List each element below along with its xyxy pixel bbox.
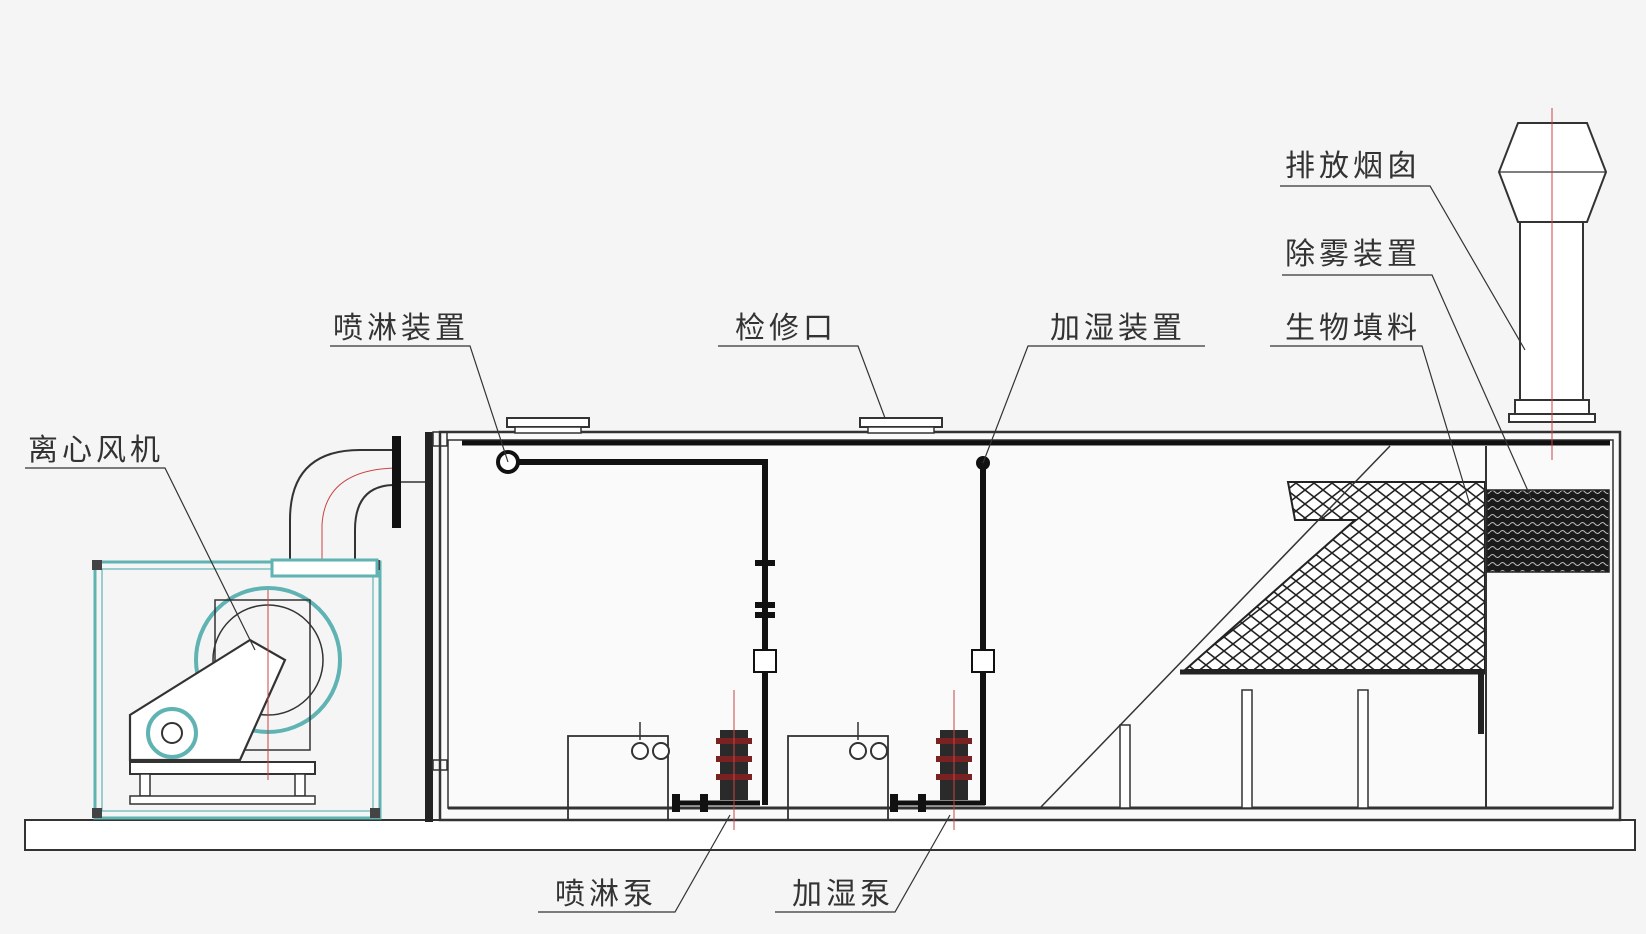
spray-pipe: [496, 450, 777, 805]
leader-demister: [1282, 274, 1533, 501]
label-spray-pump: 喷淋泵: [555, 877, 657, 912]
humidifier-pump: [890, 690, 985, 830]
demister: [1485, 446, 1610, 808]
leader-humidifier-device: [982, 345, 1205, 464]
label-spray-device: 喷淋装置: [333, 311, 469, 346]
label-humidifier-device: 加湿装置: [1050, 311, 1186, 346]
inlet-duct-wall: [425, 431, 448, 822]
leader-humidifier-pump: [775, 814, 951, 913]
label-exhaust-chimney: 排放烟囱: [1285, 149, 1421, 184]
bio-filler-bed: [1039, 445, 1486, 809]
label-humidifier-pump: 加湿泵: [792, 877, 894, 912]
leader-exhaust-chimney: [1280, 185, 1526, 351]
spray-pump: [672, 690, 760, 830]
centrifugal-fan: [92, 436, 425, 820]
exhaust-chimney: [1497, 108, 1608, 460]
humidifier-water-tank: [787, 722, 889, 821]
leader-lines: [25, 185, 1533, 913]
label-demister: 除雾装置: [1285, 237, 1421, 272]
base-platform: [24, 819, 1636, 851]
access-port-left: [506, 417, 590, 434]
leader-bio-filler: [1270, 345, 1471, 506]
leader-spray-pump: [538, 814, 731, 913]
label-access-port: 检修口: [735, 311, 837, 346]
spray-water-tank: [567, 722, 670, 821]
access-port-right: [859, 417, 943, 434]
label-centrifugal-fan: 离心风机: [28, 433, 164, 468]
leader-access-port: [718, 345, 886, 419]
leader-centrifugal-fan: [25, 467, 256, 651]
label-bio-filler: 生物填料: [1285, 311, 1421, 346]
leader-spray-device: [330, 345, 509, 463]
